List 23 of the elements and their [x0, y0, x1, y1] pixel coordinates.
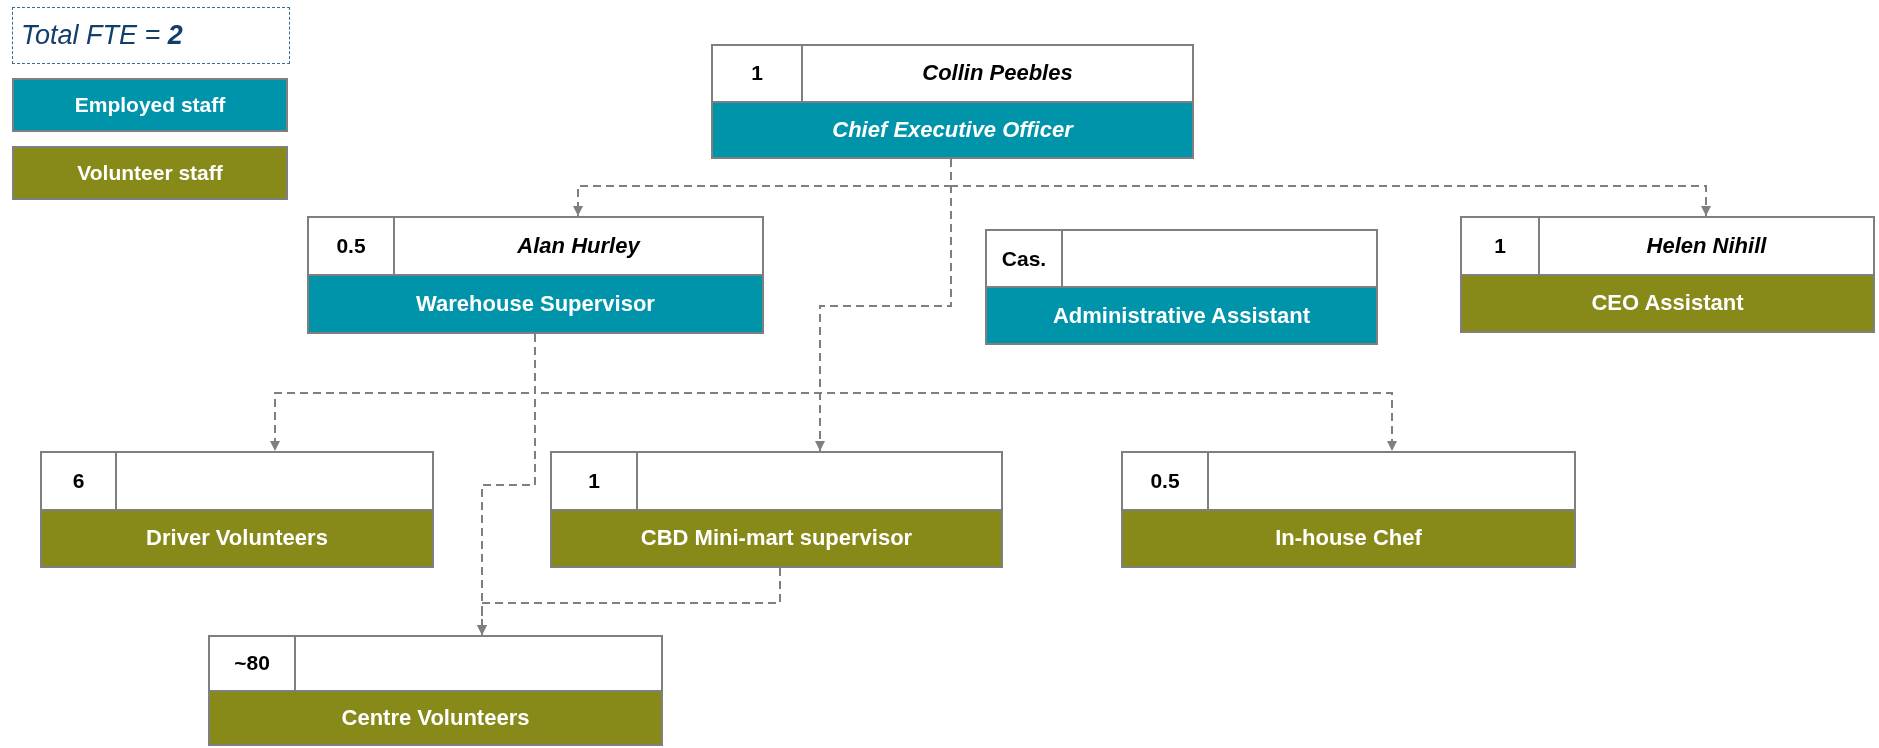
role-title: CBD Mini-mart supervisor — [550, 508, 1003, 568]
connector-arrow — [477, 567, 781, 636]
legend-swatch: Employed staff — [12, 78, 288, 132]
org-card — [208, 635, 663, 746]
role-title: Chief Executive Officer — [711, 100, 1194, 159]
org-card — [550, 451, 1003, 568]
role-title: Centre Volunteers — [208, 689, 663, 746]
total-fte-box: Total FTE = 2 — [12, 7, 290, 64]
person-name: Alan Hurley — [516, 232, 642, 260]
org-card — [307, 216, 764, 334]
org-card — [40, 451, 434, 568]
person-name: Collin Peebles — [921, 59, 1074, 88]
person-name: Helen Nihill — [1645, 231, 1768, 260]
role-title: CEO Assistant — [1460, 273, 1875, 333]
org-card — [711, 44, 1194, 159]
org-card — [1121, 451, 1576, 568]
org-card — [985, 229, 1378, 345]
legend-swatch: Volunteer staff — [12, 146, 288, 200]
role-title: Administrative Assistant — [985, 286, 1378, 345]
org-card — [1460, 216, 1875, 333]
role-title: In-house Chef — [1121, 508, 1576, 568]
role-title: Warehouse Supervisor — [307, 274, 764, 334]
role-title: Driver Volunteers — [40, 508, 434, 568]
